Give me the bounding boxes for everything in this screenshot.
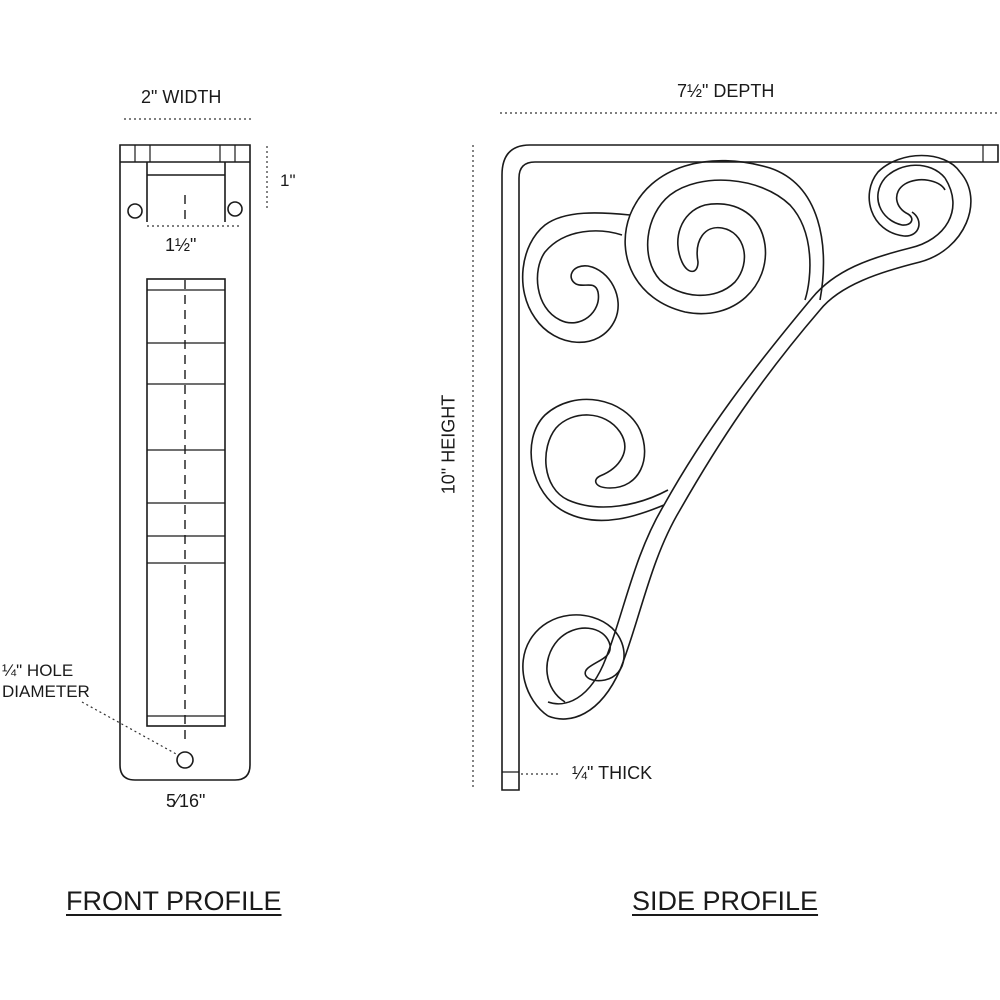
side-height-label: 10" HEIGHT xyxy=(438,394,459,495)
front-hole-leader xyxy=(81,701,179,756)
front-width-label: 2" WIDTH xyxy=(141,87,222,107)
front-bracket-outline xyxy=(119,144,251,781)
front-hole-label-line2: DIAMETER xyxy=(2,682,90,701)
side-upper-left-curl xyxy=(521,212,631,344)
front-profile-drawing xyxy=(81,118,268,781)
side-thick-label: ¼" THICK xyxy=(572,763,653,783)
side-profile-title: SIDE PROFILE xyxy=(632,886,819,916)
front-bottom-offset-label: 5⁄16" xyxy=(166,791,206,811)
front-top-right-hole xyxy=(227,201,243,217)
side-main-arm xyxy=(547,171,972,720)
front-tab-height-label: 1" xyxy=(280,171,296,190)
front-top-inner-bracket xyxy=(146,162,226,222)
side-center-swirl xyxy=(624,159,825,315)
front-hole-label-line1: ¼" HOLE xyxy=(2,661,74,680)
side-top-right-curl xyxy=(877,164,946,226)
side-middle-left-curl xyxy=(530,398,669,522)
front-bottom-hole xyxy=(176,751,194,769)
front-inner-width-label: 1½" xyxy=(165,235,197,255)
side-depth-label: 7½" DEPTH xyxy=(677,81,775,101)
side-bottom-left-curl xyxy=(522,614,625,717)
front-top-left-hole xyxy=(127,203,143,219)
side-frame-outline xyxy=(501,144,999,791)
side-profile-drawing xyxy=(472,112,1000,791)
front-profile-title: FRONT PROFILE xyxy=(66,886,282,916)
